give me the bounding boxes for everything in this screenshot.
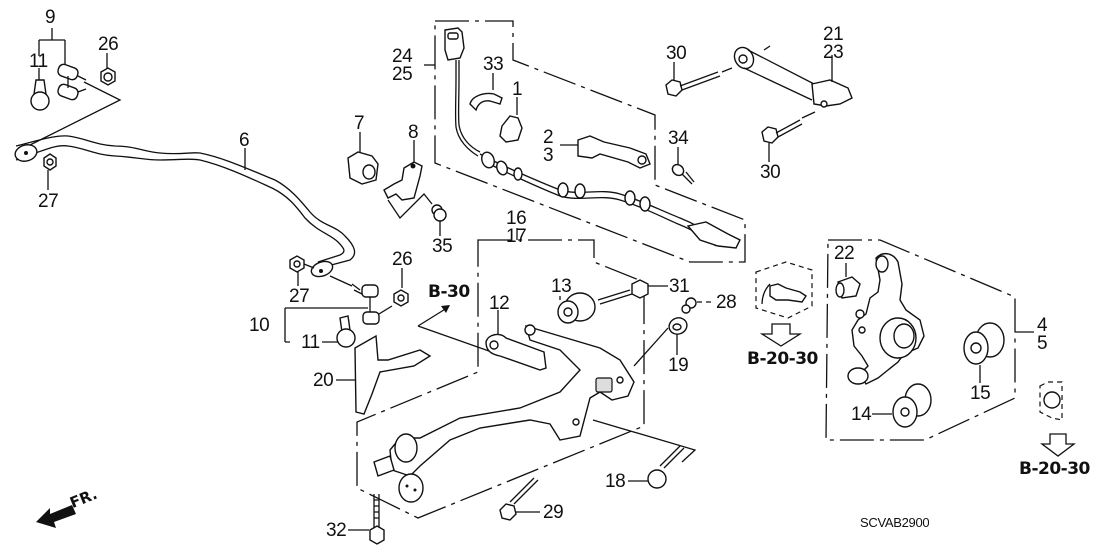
section-ref-b2030-right[interactable]: B-20-30 [1019,459,1090,479]
bushing-13-part [557,292,596,324]
link-boot-11-mid-part [322,315,356,348]
callout-26-top: 26 [98,34,119,55]
flange-bolt-30-bottom-part [761,111,816,162]
stabilizer-link-10-part [284,275,393,343]
callout-26-mid: 26 [392,249,413,270]
front-direction-arrow [36,505,76,528]
callout-11-mid: 11 [301,332,320,353]
callout-33: 33 [483,54,504,75]
callout-35: 35 [432,236,453,257]
callout-1: 1 [512,79,523,100]
callout-8: 8 [408,122,419,143]
bushing-22-part [835,263,861,299]
section-ref-b30[interactable]: B-30 [428,282,470,302]
callout-27-mid: 27 [289,286,310,307]
callout-10: 10 [249,315,270,336]
callout-30-bottom: 30 [760,162,781,183]
callout-14: 14 [851,404,872,425]
callout-7: 7 [354,113,365,134]
section-ref-b2030-mid[interactable]: B-20-30 [747,349,818,369]
callout-21: 21 [823,24,844,45]
callout-5: 5 [1037,333,1048,354]
callout-24: 24 [392,46,413,67]
sensor-group-dashed-box [424,20,746,263]
b2030-mid-arrow [759,323,803,347]
flange-bolt-29-part [499,477,540,521]
sensor-bracket-2-part [560,135,651,169]
stabilizer-bushing-7-part [347,132,379,185]
wheel-speed-sensor-24-part [444,27,741,249]
stabilizer-bar-6-part [14,135,356,278]
stabilizer-link-9-part [19,63,122,151]
upper-arm-21-part [733,45,853,108]
nut-27-left-part [43,153,57,190]
knuckle-bushing-15-part [963,322,1005,383]
link-boot-11-part [30,68,50,111]
callout-27-left: 27 [38,191,59,212]
flange-bolt-31-part [597,279,668,305]
nut-35-part [431,204,447,236]
callout-11-top: 11 [29,51,48,72]
b2030-right-arrow [1040,433,1076,457]
knuckle-4-part [847,252,925,385]
callout-30-top: 30 [666,43,687,64]
callout-20: 20 [313,370,334,391]
knuckle-group-box [825,239,1034,441]
flange-bolt-18-part [592,419,697,489]
nut-26-part [100,53,116,86]
callout-22: 22 [834,243,855,264]
callout-4: 4 [1037,315,1048,336]
nut-26-mid-part [393,268,409,307]
lower-arm-16-part [373,324,635,503]
bolt-34-part [671,147,695,185]
nut-28-part [681,297,714,314]
callout-6: 6 [239,130,250,151]
sensor-clip-1-part [499,97,523,143]
driveshaft-inset-dashed [755,261,813,319]
callout-9: 9 [45,7,56,28]
callout-34: 34 [668,128,689,149]
lower-arm-link-12-part [485,310,547,371]
callout-29: 29 [543,502,564,523]
callout-23: 23 [823,42,844,63]
washer-19-part [633,317,688,367]
nut-27-mid-part [289,255,315,286]
flange-bolt-30-top-part [665,62,733,97]
callout-3: 3 [543,145,554,166]
knuckle-bushing-14-part [872,383,932,428]
callout-bracket-9 [38,28,66,66]
callout-32: 32 [326,520,347,541]
callout-18: 18 [605,471,626,492]
bracket-20-part [336,334,432,415]
drawing-code: SCVAB2900 [860,515,930,530]
lower-arm-group-box [356,228,645,519]
flange-bolt-32-part [348,494,385,545]
callout-28: 28 [716,292,737,313]
callout-13: 13 [551,276,572,297]
callout-12: 12 [489,293,510,314]
harness-clamp-33-part [469,73,503,112]
callout-31: 31 [669,276,690,297]
callout-19: 19 [668,355,689,376]
callout-16: 16 [506,208,527,229]
callout-2: 2 [543,127,554,148]
stabilizer-holder-8-part [383,140,433,220]
callout-25: 25 [392,64,413,85]
callout-15: 15 [970,383,991,404]
nut-inset-dashed [1039,381,1063,421]
callout-17: 17 [506,226,527,247]
